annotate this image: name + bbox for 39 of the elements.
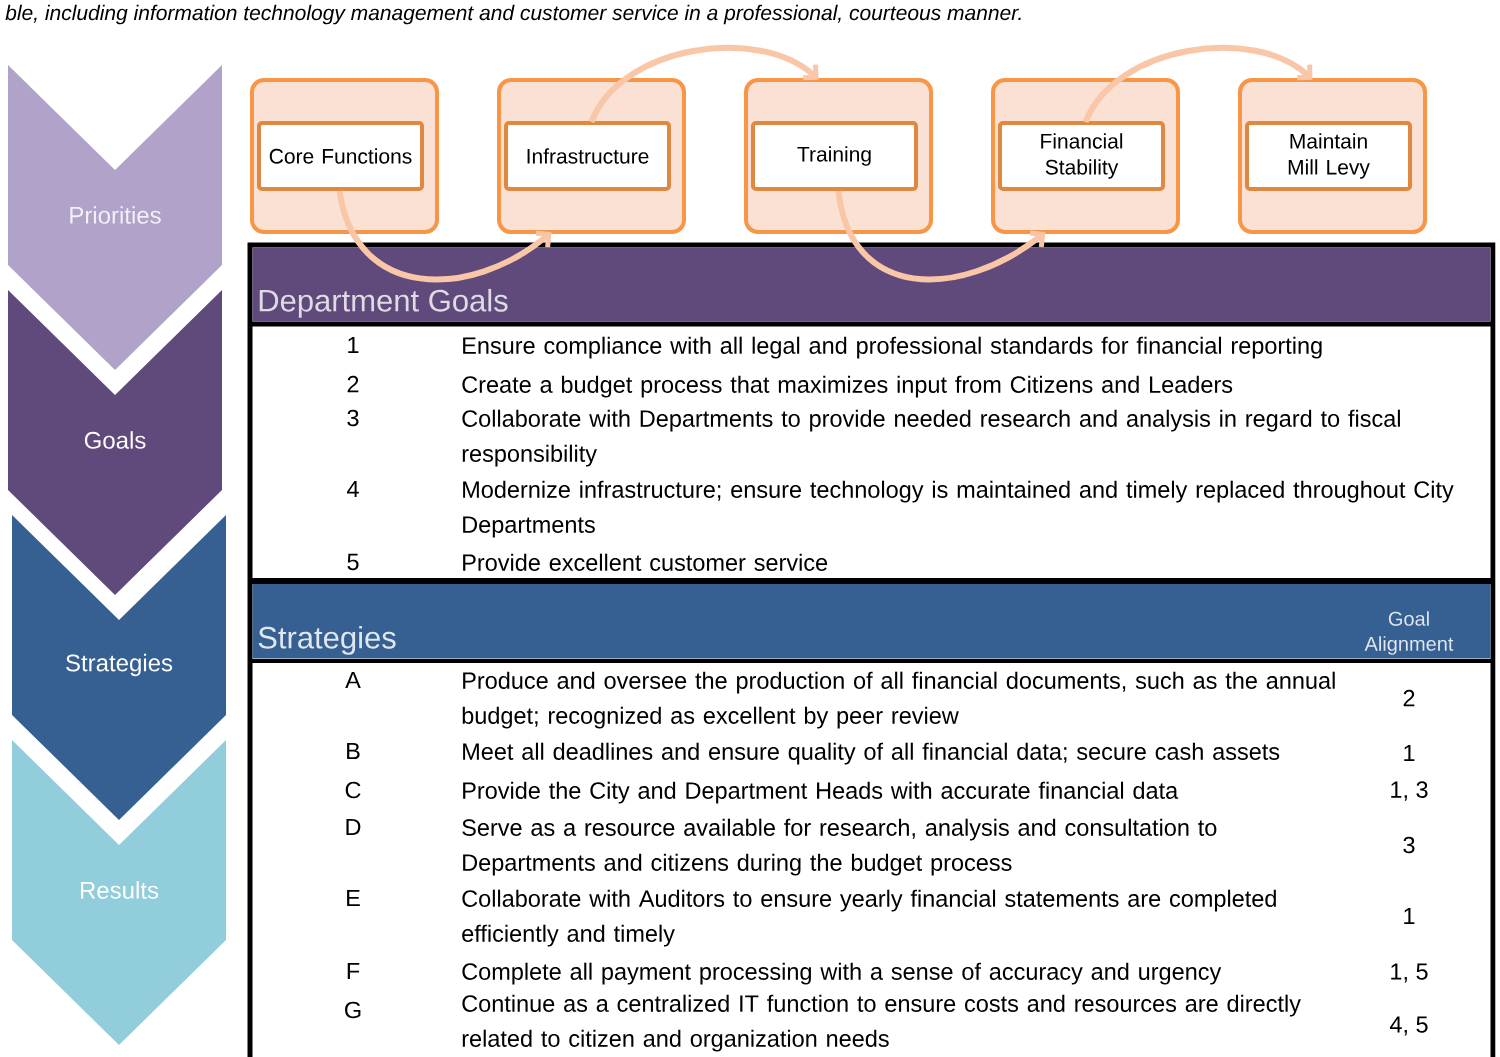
- row-number: 2: [347, 375, 359, 393]
- strategy-text: Meet all deadlines and ensure quality of all financial data; secure cash assets: [463, 742, 1280, 765]
- row-letter: E: [347, 889, 360, 907]
- strategy-text: Continue as a centralized IT function to ensure costs and resources are directly related to citizen and organization needs: [462, 994, 1301, 1052]
- goal-number: 1, 3: [1391, 781, 1428, 801]
- curved-arrow: [1082, 45, 1313, 124]
- priority-card: Training: [744, 78, 933, 234]
- goal-text: Modernize infrastructure; ensure technology is maintained and timely replaced throughout City Departments: [463, 480, 1454, 538]
- curved-arrow: [835, 190, 1046, 283]
- curved-arrow: [336, 190, 552, 283]
- section-heading: Department Goals: [259, 288, 508, 318]
- goal-number: 4, 5: [1389, 1016, 1428, 1036]
- strategy-text: Collaborate with Auditors to ensure yearly financial statements are completed efficiently and timely: [462, 889, 1276, 947]
- row-letter: D: [346, 818, 361, 836]
- goal-number: 1: [1404, 744, 1415, 762]
- goal-number: 2: [1403, 689, 1415, 707]
- strategy-text: Provide the City and Department Heads with accurate financial data: [463, 781, 1179, 804]
- strategy-text: Serve as a resource available for research, analysis and consultation to Departments and citizens during the budget process: [462, 818, 1217, 876]
- row-number: 3: [347, 409, 359, 427]
- goal-text: Ensure compliance with all legal and professional standards for financial reporting: [463, 336, 1322, 359]
- row-letter: B: [347, 742, 360, 760]
- row-number: 1: [348, 336, 359, 354]
- priority-card: Infrastructure: [497, 78, 686, 234]
- row-letter: G: [345, 1001, 361, 1019]
- goal-number: 1, 5: [1391, 963, 1428, 983]
- row-letter: C: [345, 781, 361, 799]
- curved-arrow: [588, 45, 819, 124]
- goal-number: 3: [1403, 836, 1415, 854]
- section-header-band: Strategies Goal Alignment: [252, 584, 1491, 659]
- priority-card: Maintain Mill Levy: [1238, 78, 1427, 234]
- goal-number: 1: [1404, 907, 1415, 925]
- goal-text: Create a budget process that maximizes input from Citizens and Leaders: [462, 375, 1233, 398]
- row-number: 4: [347, 480, 359, 498]
- strategy-text: Complete all payment processing with a sense of accuracy and urgency: [462, 962, 1222, 985]
- row-letter: F: [347, 962, 360, 980]
- intro-text: ble, including information technology management and customer service in a professional, courteous manner.: [5, 4, 1021, 25]
- goal-text: Collaborate with Departments to provide needed research and analysis in regard to fiscal responsibility: [462, 409, 1400, 467]
- priority-card: Core Functions: [250, 78, 439, 234]
- priority-card: Financial Stability: [991, 78, 1180, 234]
